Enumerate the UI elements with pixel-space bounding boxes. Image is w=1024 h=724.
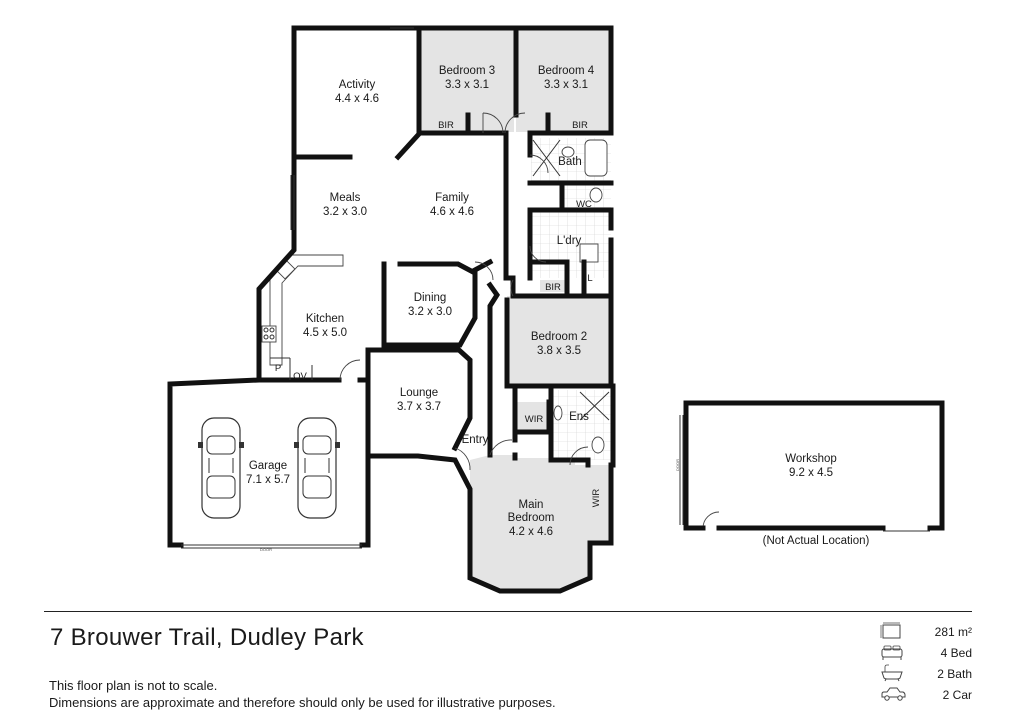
room-labels: Activity 4.4 x 4.6 Bedroom 3 3.3 x 3.1 B… [246,65,870,547]
workshop-door-label: DOOR [675,459,680,471]
partition-lines [181,27,414,549]
stat-floor-area: 281 m² [876,622,976,643]
room-bedroom3-name: Bedroom 3 [439,65,495,77]
room-laundry-name: L'dry [557,235,582,247]
stat-floor-area-value: 281 m² [934,625,972,639]
stat-car-spaces: 2 Car [876,685,976,706]
room-family-size: 4.6 x 4.6 [430,206,474,218]
doors [339,112,720,529]
room-lounge-size: 3.7 x 3.7 [397,401,441,413]
room-garage-name: Garage [249,460,287,472]
floor-plan: Activity 4.4 x 4.6 Bedroom 3 3.3 x 3.1 B… [167,25,945,594]
workshop-building [679,400,945,532]
room-kitchen-name: Kitchen [306,313,344,325]
room-bath-name: Bath [558,156,582,168]
shaded-rooms [420,30,611,590]
room-entry-name: Entry [462,434,489,446]
bir-bedroom3-label: BIR [438,120,454,131]
bir-bedroom4-label: BIR [572,120,588,131]
garage-door-label: DOOR [260,547,272,552]
room-mainbed-size: 4.2 x 4.6 [509,526,553,538]
room-family-name: Family [435,192,469,204]
room-bedroom2-size: 3.8 x 3.5 [537,345,581,357]
walls [167,25,616,594]
room-activity-size: 4.4 x 4.6 [335,93,379,105]
stat-bedrooms: 4 Bed [876,643,976,664]
room-dining-name: Dining [414,292,447,304]
room-meals-size: 3.2 x 3.0 [323,206,367,218]
room-dining-size: 3.2 x 3.0 [408,306,452,318]
room-meals-name: Meals [330,192,361,204]
room-bedroom3-size: 3.3 x 3.1 [445,79,489,91]
floor-area-icon [880,622,901,639]
footer-divider [44,611,972,612]
room-kitchen-size: 4.5 x 5.0 [303,327,347,339]
disclaimer-dimensions: Dimensions are approximate and therefore… [49,695,556,710]
car-garage-right [294,417,340,519]
room-ensuite-name: Ens [569,411,589,423]
room-wc-name: WC [576,199,592,210]
room-bedroom4-name: Bedroom 4 [538,65,595,77]
wir-side-label: WIR [591,489,602,508]
linen-label: L [587,273,592,284]
property-address: 7 Brouwer Trail, Dudley Park [50,624,364,651]
room-workshop-name: Workshop [785,453,837,465]
wir-main-label: WIR [525,414,544,425]
car-icon [881,687,906,701]
room-mainbed-name: Main [519,499,544,511]
room-garage-size: 7.1 x 5.7 [246,474,290,486]
room-bedroom4-size: 3.3 x 3.1 [544,79,588,91]
room-lounge-name: Lounge [400,387,438,399]
room-workshop-size: 9.2 x 4.5 [789,467,833,479]
room-bedroom2-name: Bedroom 2 [531,331,587,343]
bir-bedroom2-label: BIR [545,282,561,293]
room-activity-name: Activity [339,79,376,91]
workshop-location-note: (Not Actual Location) [763,535,870,547]
small-labels: BIR BIR BIR WIR WIR L P OV DOOR DOOR [260,120,680,552]
stat-bathrooms-value: 2 Bath [937,667,972,681]
car-garage-left [198,417,244,519]
disclaimer-scale: This floor plan is not to scale. [49,678,218,693]
property-stats: 281 m² 4 Bed 2 Bath 2 Car [876,622,976,706]
stat-car-spaces-value: 2 Car [942,688,972,702]
room-mainbed-name2: Bedroom [508,512,555,524]
bed-icon [881,645,903,660]
oven-label: OV [293,371,307,382]
bath-icon [881,664,903,682]
pantry-label: P [275,363,281,374]
stat-bedrooms-value: 4 Bed [940,646,972,660]
stat-bathrooms: 2 Bath [876,664,976,685]
